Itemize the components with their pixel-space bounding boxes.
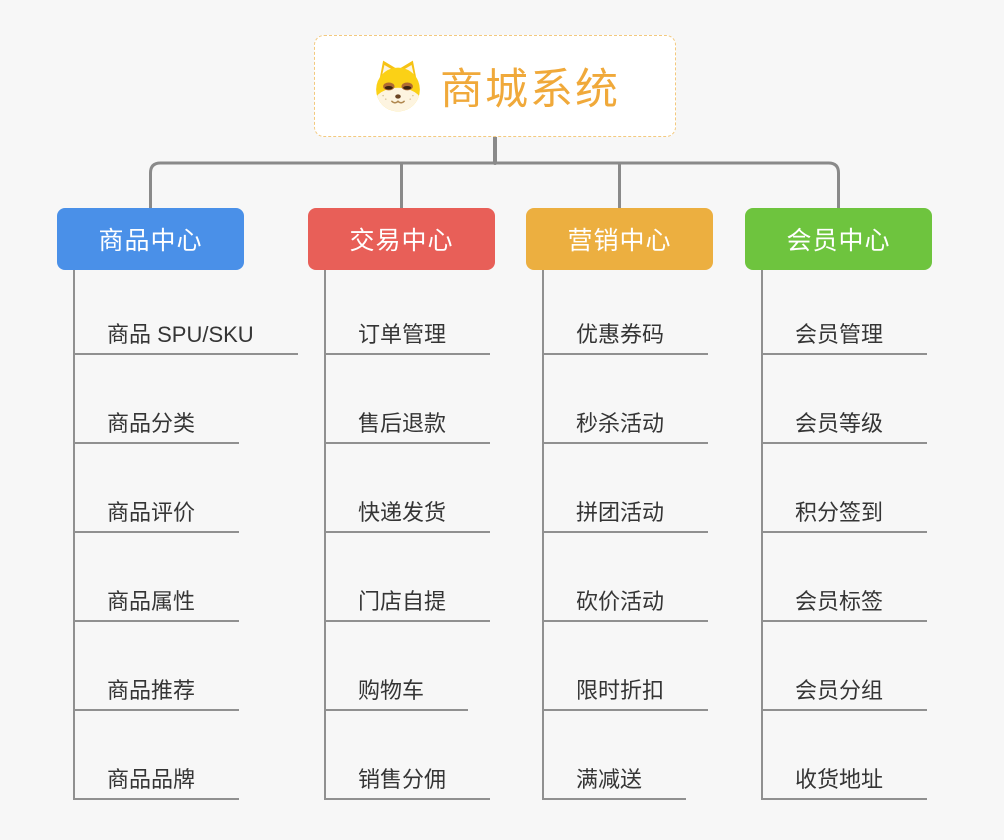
branch-topic-trade-center[interactable]: 交易中心 [308,208,495,270]
root-topic-mall-system[interactable]: 商城系统 [314,35,676,137]
shiba-dog-icon [376,60,420,112]
branch-topic-label: 营销中心 [567,227,672,255]
leaf-topic[interactable]: 商品推荐 [75,675,240,711]
branch-bracket-line [149,161,840,211]
leaf-topic[interactable]: 限时折扣 [544,675,709,711]
branch-topic-product-center[interactable]: 商品中心 [57,208,244,270]
branch-topic-label: 会员中心 [786,227,891,255]
leaf-topic[interactable]: 商品 SPU/SKU [75,319,298,355]
leaf-topic[interactable]: 购物车 [326,675,469,711]
leaf-topic[interactable]: 销售分佣 [326,764,491,800]
leaf-topic[interactable]: 积分签到 [763,497,928,533]
leaf-topic[interactable]: 售后退款 [326,408,491,444]
leaf-topic[interactable]: 商品品牌 [75,764,240,800]
leaf-topic[interactable]: 门店自提 [326,586,491,622]
leaf-topic[interactable]: 商品属性 [75,586,240,622]
leaf-topic[interactable]: 快递发货 [326,497,491,533]
leaf-topic[interactable]: 会员管理 [763,319,928,355]
leaf-topic[interactable]: 满减送 [544,764,687,800]
branch-topic-member-center[interactable]: 会员中心 [745,208,932,270]
leaf-topic[interactable]: 商品分类 [75,408,240,444]
leaf-topic[interactable]: 商品评价 [75,497,240,533]
branch-column-trade: 订单管理 售后退款 快递发货 门店自提 购物车 销售分佣 [324,270,491,800]
leaf-topic[interactable]: 优惠券码 [544,319,709,355]
branch-column-product: 商品 SPU/SKU 商品分类 商品评价 商品属性 商品推荐 商品品牌 [73,270,298,800]
leaf-topic[interactable]: 会员等级 [763,408,928,444]
root-topic-label: 商城系统 [440,66,620,114]
leaf-topic[interactable]: 会员分组 [763,675,928,711]
branch-topic-label: 交易中心 [349,227,454,255]
leaf-topic[interactable]: 拼团活动 [544,497,709,533]
branch-topic-label: 商品中心 [98,227,203,255]
leaf-topic[interactable]: 订单管理 [326,319,491,355]
leaf-topic[interactable]: 会员标签 [763,586,928,622]
leaf-topic[interactable]: 秒杀活动 [544,408,709,444]
branch-topic-marketing-center[interactable]: 营销中心 [526,208,713,270]
leaf-topic[interactable]: 收货地址 [763,764,928,800]
branch-column-member: 会员管理 会员等级 积分签到 会员标签 会员分组 收货地址 [761,270,928,800]
leaf-topic[interactable]: 砍价活动 [544,586,709,622]
branch-column-marketing: 优惠券码 秒杀活动 拼团活动 砍价活动 限时折扣 满减送 [542,270,709,800]
